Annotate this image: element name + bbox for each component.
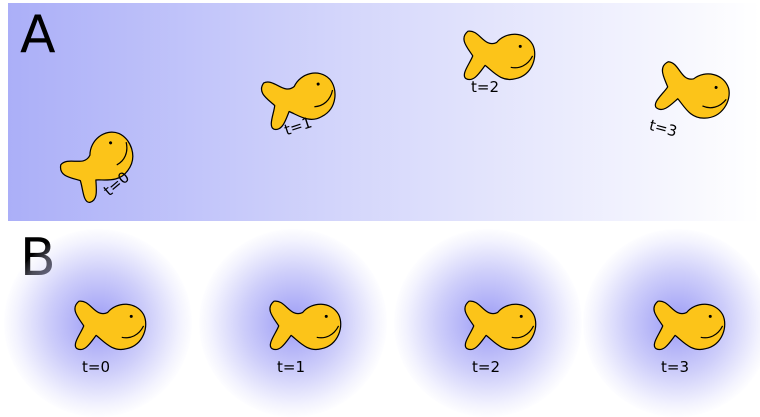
panel-a-background: [8, 3, 760, 221]
fish-icon-a-t3: [653, 60, 735, 124]
panel-b-label-t3: t=3: [661, 358, 689, 376]
panel-a-label-t2: t=2: [471, 78, 499, 96]
panel-b-label-t0: t=0: [82, 358, 110, 376]
panel-b-label-t1: t=1: [277, 358, 305, 376]
fish-icon-a-t0: [56, 121, 144, 206]
panel-b-label-t2: t=2: [472, 358, 500, 376]
panel-a-letter: A: [20, 5, 56, 65]
